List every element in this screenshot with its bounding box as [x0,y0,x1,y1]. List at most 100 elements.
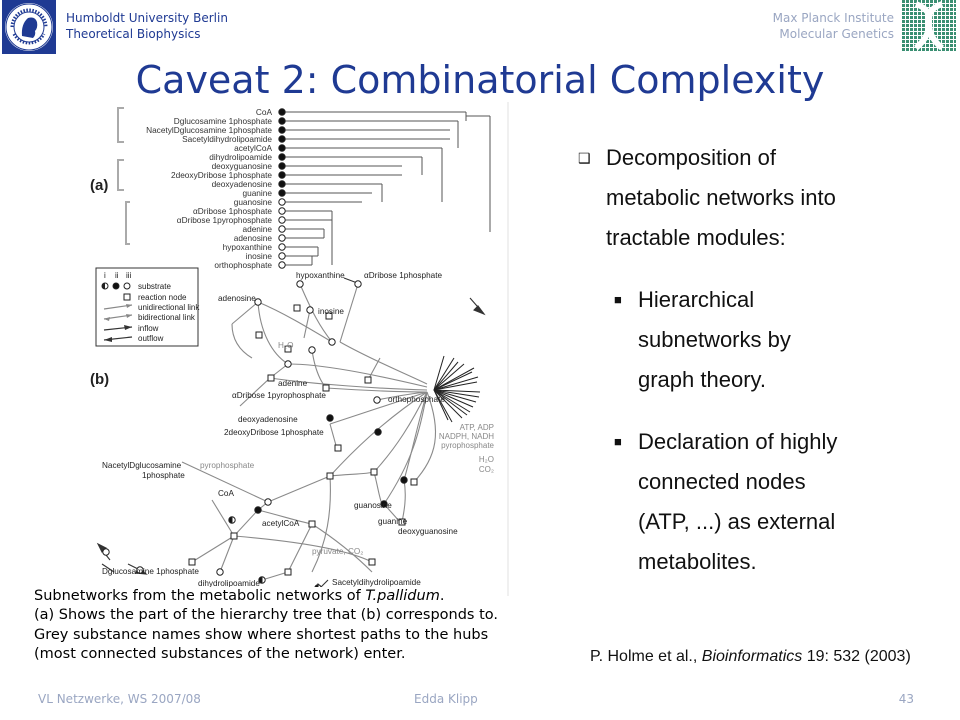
caption-text: . [439,588,445,604]
caption-line2: (a) Shows the part of the hierarchy tree… [34,607,498,624]
tree-leaf-label: guanine [242,188,272,198]
tree-brackets [117,107,130,245]
caption-line1: Subnetworks from the metabolic networks … [34,587,498,606]
footer: VL Netzwerke, WS 2007/08 Edda Klipp 43 [0,678,960,720]
university-line1: Humboldt University Berlin [66,11,228,25]
legend-item: outflow [138,334,164,343]
caption-line3: Grey substance names show where shortest… [34,626,489,643]
humboldt-seal-logo [2,0,56,54]
node-label-deoxyribose1p: 2deoxyDribose 1phosphate [224,428,324,437]
node-label-adenine: adenine [278,379,308,388]
square-bullet-icon: ■ [614,292,622,307]
caption-species: T.pallidum [365,588,440,604]
bullet-line: Hierarchical [638,287,755,312]
tree-leaf-label: Sacetyldihydrolipoamide [182,134,272,144]
tree-leaf-label: deoxyguanosine [212,161,273,171]
reference-volume: 19: 532 (2003) [802,648,911,665]
bullet-line: metabolites. [638,549,757,574]
node-label-guanosine: guanosine [354,501,392,510]
legend-item: substrate [138,282,171,291]
mpi-dna-logo [902,0,956,52]
bullet-sub-1: ■ Hierarchical subnetworks by graph theo… [578,280,948,400]
node-label-pyrophosphate: pyrophosphate [200,461,255,470]
tree-leaf-label: αDribose 1pyrophosphate [177,215,273,225]
node-label-ribose1p: αDribose 1phosphate [364,271,442,280]
node-label-nacetyl-2: 1phosphate [142,471,185,480]
tree-leaf-label: αDribose 1phosphate [193,206,272,216]
legend-item: reaction node [138,293,187,302]
tree-leaf-label: deoxyadenosine [212,179,273,189]
tree-leaf-label: adenosine [234,233,273,243]
tree-leaf-label: dihydrolipoamide [209,152,272,162]
node-label-deoxyguanosine: deoxyguanosine [398,527,458,536]
bullet-line: graph theory. [638,367,767,392]
node-label-inosine: inosine [318,307,344,316]
node-label-sacetyl: Sacetyldihydrolipoamide [332,578,421,587]
bullet-main: ❑ Decomposition of metabolic networks in… [578,138,948,258]
hub-label-co2: CO₂ [479,465,494,474]
tree-leaf-label: inosine [246,251,273,261]
hub-label-h2o: H₂O [479,455,494,464]
checkbox-bullet-icon: ❑ [578,150,591,166]
caption-line4: (most connected substances of the networ… [34,645,406,662]
footer-course: VL Netzwerke, WS 2007/08 [38,692,201,706]
hub-label-nadph: NADPH, NADH [439,432,494,441]
caption-text: Subnetworks from the metabolic networks … [34,588,366,604]
university-line2: Theoretical Biophysics [66,27,201,41]
university-name: Humboldt University Berlin Theoretical B… [66,10,228,42]
legend-col: i [104,271,106,280]
tree-branches [282,111,491,266]
node-label-ribose1pp: αDribose 1pyrophosphate [232,391,326,400]
institute-line1: Max Planck Institute [772,11,894,25]
legend-col: ii [115,271,119,280]
hub-label-pyrophosphate: pyrophosphate [441,441,494,450]
header-band [0,0,960,55]
node-label-coa: CoA [218,489,234,498]
tree-leaf-label: 2deoxyDribose 1phosphate [171,170,272,180]
tree-leaf-labels: CoA Dglucosamine 1phosphate NacetylDgluc… [146,107,272,270]
node-label-adenosine: adenosine [218,294,256,303]
node-label-nacetyl: NacetylDglucosamine [102,461,182,470]
hub-starburst [433,355,481,423]
reference-citation: P. Holme et al., Bioinformatics 19: 532 … [590,648,911,666]
bullet-line: (ATP, ...) as external [638,509,836,534]
node-label-dihydrolipoamide: dihydrolipoamide [198,579,260,588]
network-legend: i ii iii substrate reaction node unidire… [95,267,200,347]
legend-item: inflow [138,324,159,333]
node-label-guanine: guanine [378,517,408,526]
bullet-line: Declaration of highly [638,429,838,454]
metabolic-network-figure: (a) CoA Dglucosamine 1phosphate NacetylD… [82,102,510,596]
tree-leaf-label: adenine [242,224,272,234]
legend-col: iii [126,271,132,280]
tree-leaf-label: acetylCoA [234,143,272,153]
tree-leaf-label: orthophosphate [214,260,272,270]
square-bullet-icon: ■ [614,434,622,449]
node-label-dglucosamine: Dglucosamine 1phosphate [102,567,199,576]
node-label-acetylcoa: acetylCoA [262,519,300,528]
figure-caption: Subnetworks from the metabolic networks … [34,587,500,665]
footer-author: Edda Klipp [414,692,478,706]
tree-leaf-label: NacetylDglucosamine 1phosphate [146,125,272,135]
node-label-h2o: H₂O [278,341,293,350]
node-label-orthophosphate: orthophosphate [388,395,445,404]
slide-title: Caveat 2: Combinatorial Complexity [135,58,825,102]
tree-leaf-nodes [278,108,286,269]
network-nodes [102,280,418,592]
bullet-line: metabolic networks into [606,185,836,210]
bullet-line: subnetworks by [638,327,791,352]
reference-journal: Bioinformatics [701,648,803,665]
hub-label-atp: ATP, ADP [460,423,494,432]
tree-leaf-label: hypoxanthine [223,242,273,252]
node-label-hypoxanthine: hypoxanthine [296,271,345,280]
reference-authors: P. Holme et al., [590,648,702,665]
institute-name: Max Planck Institute Molecular Genetics [773,10,894,42]
bullet-sub-2: ■ Declaration of highly connected nodes … [578,422,948,582]
node-label-deoxyadenosine: deoxyadenosine [238,415,298,424]
institute-line2: Molecular Genetics [779,27,894,41]
legend-item: unidirectional link [138,303,200,312]
panel-a-label: (a) [90,177,108,194]
tree-leaf-label: guanosine [234,197,273,207]
bullet-line: Decomposition of [606,145,776,170]
tree-leaf-label: Dglucosamine 1phosphate [174,116,273,126]
bullet-list: ❑ Decomposition of metabolic networks in… [578,138,948,582]
